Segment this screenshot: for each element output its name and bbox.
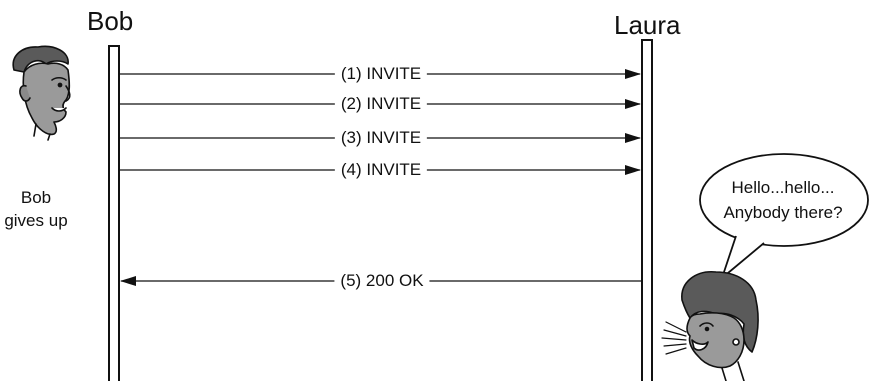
message-label-3: (3) INVITE (334, 129, 428, 146)
speech-bubble-text: Hello...hello... Anybody there? (704, 175, 862, 225)
note-line-1: Bob (20, 188, 52, 207)
speech-line-2: Anybody there? (723, 203, 843, 222)
note-line-2: gives up (4, 211, 68, 230)
message-label-5: (5) 200 OK (334, 272, 430, 289)
laura-face-icon (681, 271, 759, 381)
sound-lines-icon (661, 321, 687, 355)
participant-name-bob: Bob (87, 6, 134, 36)
bob-face-icon (12, 45, 71, 141)
participant-name-laura: Laura (614, 10, 681, 40)
speech-bubble (699, 153, 869, 279)
message-label-4: (4) INVITE (334, 161, 428, 178)
laura-lifeline (641, 39, 653, 381)
bob-lifeline (108, 45, 120, 381)
speech-line-1: Hello...hello... (731, 178, 835, 197)
message-label-1: (1) INVITE (334, 65, 428, 82)
message-label-2: (2) INVITE (334, 95, 428, 112)
bob-gives-up-note: Bob gives up (2, 186, 70, 232)
